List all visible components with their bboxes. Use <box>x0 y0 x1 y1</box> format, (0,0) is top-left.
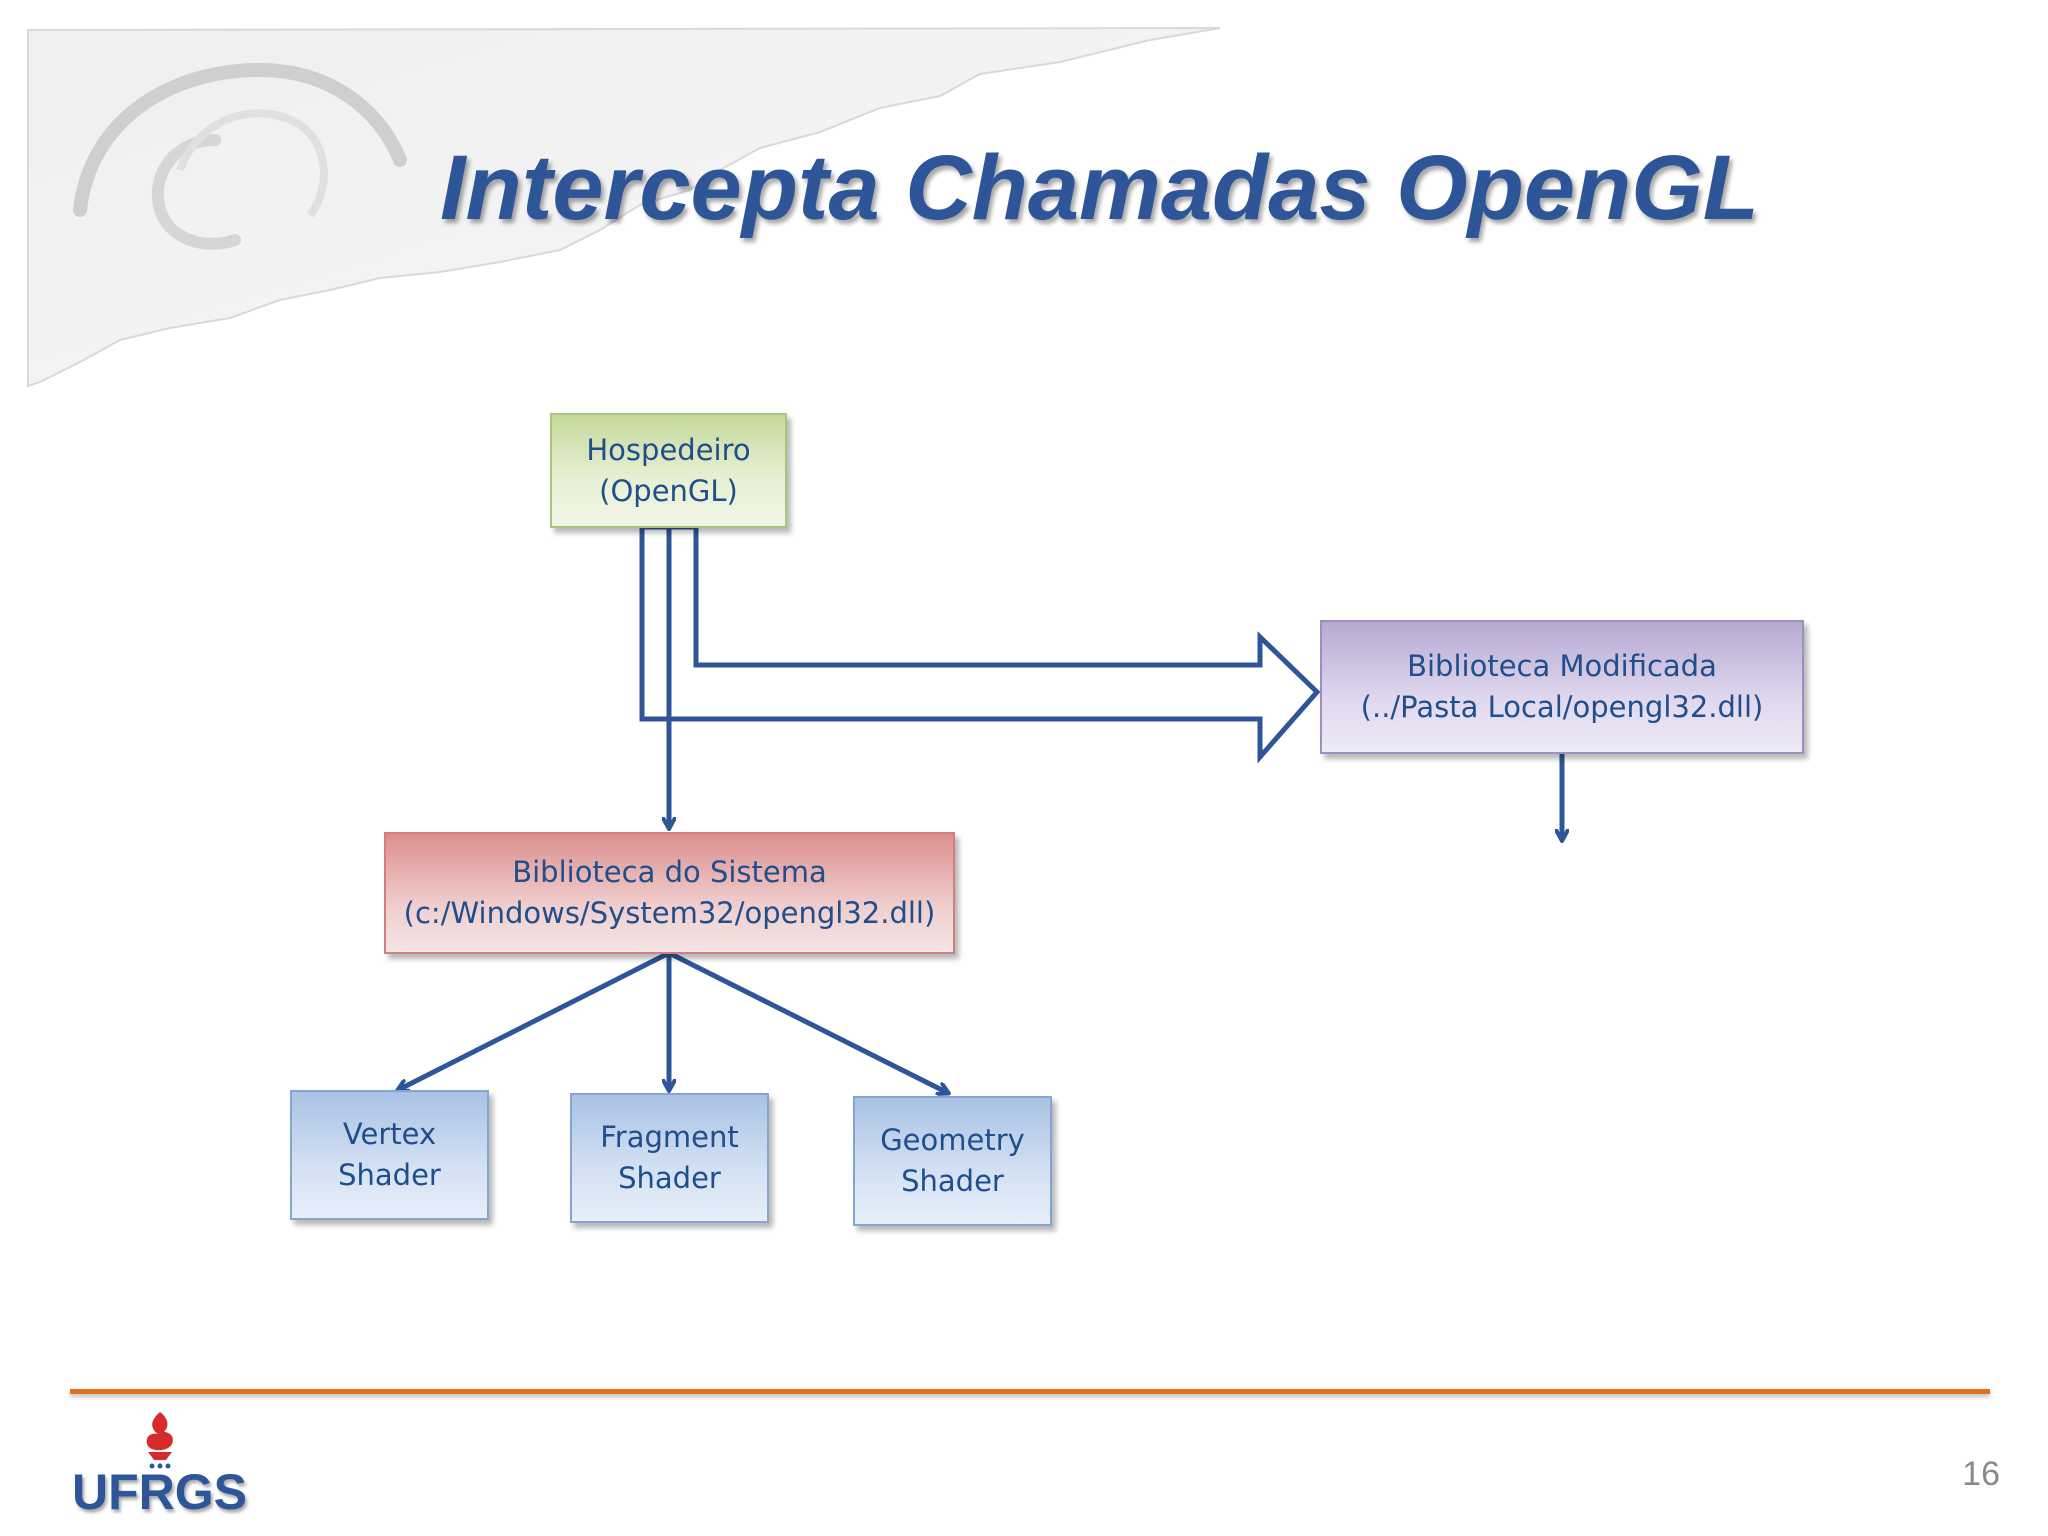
arrow-system-to-geometry <box>667 950 948 1093</box>
node-fragment-line2: Shader <box>618 1161 721 1195</box>
block-arrow-host-to-modified <box>639 524 1321 764</box>
node-geometry-shader: Geometry Shader <box>853 1096 1052 1226</box>
slide-title: Intercepta Chamadas OpenGL <box>440 137 1759 239</box>
node-fragment-line1: Fragment <box>600 1120 739 1154</box>
node-host-line2: (OpenGL) <box>599 473 738 508</box>
ufrgs-logo-text: UFRGS <box>72 1464 247 1520</box>
node-geometry-line1: Geometry <box>880 1123 1025 1157</box>
node-host: Hospedeiro (OpenGL) <box>550 413 787 528</box>
node-geometry-line2: Shader <box>901 1164 1004 1198</box>
node-system-library: Biblioteca do Sistema (c:/Windows/System… <box>384 832 955 954</box>
footer-divider <box>70 1389 1990 1394</box>
node-vertex-shader: Vertex Shader <box>290 1090 489 1220</box>
node-vertex-line2: Shader <box>338 1158 441 1192</box>
node-system-line2: (c:/Windows/System32/opengl32.dll) <box>403 896 936 930</box>
decorative-swoosh <box>27 27 1221 388</box>
node-fragment-shader: Fragment Shader <box>570 1093 769 1223</box>
node-host-line1: Hospedeiro <box>586 432 751 467</box>
node-modified-library: Biblioteca Modificada (../Pasta Local/op… <box>1320 620 1804 754</box>
node-modified-line2: (../Pasta Local/opengl32.dll) <box>1360 690 1764 724</box>
arrow-system-to-vertex <box>398 950 671 1090</box>
node-modified-line1: Biblioteca Modificada <box>1407 649 1717 683</box>
ufrgs-flame-icon <box>146 1412 173 1469</box>
page-number: 16 <box>1962 1455 2000 1493</box>
node-system-line1: Biblioteca do Sistema <box>512 855 827 889</box>
node-vertex-line1: Vertex <box>342 1117 437 1151</box>
